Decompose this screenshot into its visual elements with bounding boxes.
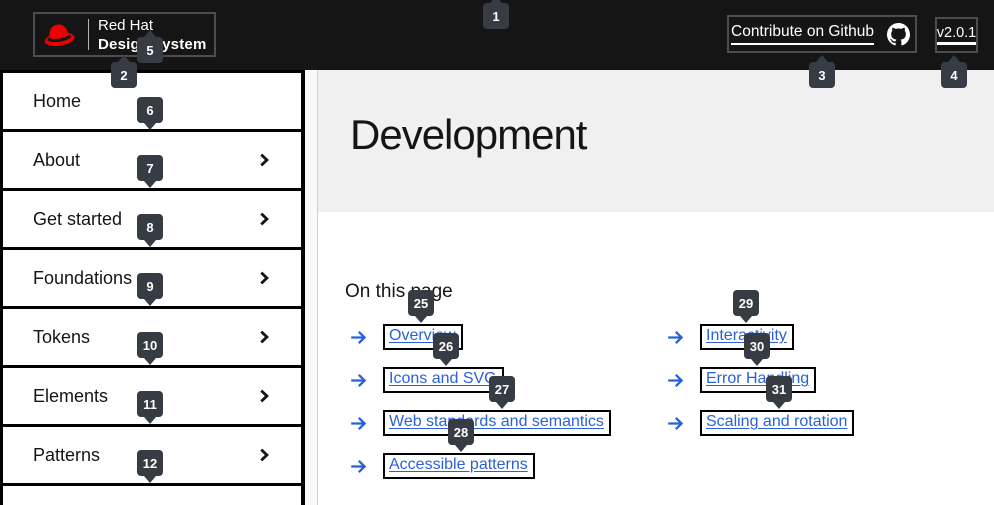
toc-link-box: Error Handling <box>700 367 817 393</box>
som-marker-25: 25 <box>408 290 434 316</box>
arrow-right-icon <box>667 373 684 388</box>
sidebar-item-label: Tokens <box>33 326 91 347</box>
sidebar-item-label: Elements <box>33 385 109 406</box>
sidebar-item-label: Get started <box>33 208 123 229</box>
chevron-right-icon <box>258 212 271 226</box>
som-marker-28: 28 <box>448 419 474 445</box>
som-marker-7: 7 <box>137 155 163 181</box>
som-marker-3: 3 <box>809 62 835 88</box>
toc-item: Scaling and rotation <box>667 409 855 437</box>
som-marker-29: 29 <box>733 290 759 316</box>
site-logo-link[interactable]: Red Hat Design system <box>33 12 216 57</box>
version-group: v2.0.1 <box>935 17 978 53</box>
som-marker-11: 11 <box>137 391 163 417</box>
toc-item: Interactivity <box>667 323 794 351</box>
som-marker-8: 8 <box>137 214 163 240</box>
page-header-band: Development <box>318 70 994 212</box>
chevron-right-icon <box>258 271 271 285</box>
contribute-github-group: Contribute on Github <box>727 15 917 53</box>
som-marker-30: 30 <box>744 333 770 359</box>
github-icon[interactable] <box>887 22 910 46</box>
chevron-right-icon <box>258 448 271 462</box>
sidebar-item-label: Foundations <box>33 267 133 288</box>
arrow-right-icon <box>350 373 367 388</box>
toc-item: Error Handling <box>667 366 817 394</box>
toc-link-error-handling[interactable]: Error Handling <box>706 370 810 387</box>
chevron-right-icon <box>258 330 271 344</box>
toc-link-accessible-patterns[interactable]: Accessible patterns <box>389 456 528 473</box>
arrow-right-icon <box>667 330 684 345</box>
sidebar-scrollbar[interactable] <box>305 70 318 505</box>
toc-link-box: Web standards and semantics <box>383 410 611 436</box>
on-this-page-heading: On this page <box>345 281 453 302</box>
toc-item: Web standards and semantics <box>350 409 611 437</box>
som-marker-6: 6 <box>137 97 163 123</box>
sidebar-item-label: About <box>33 149 81 170</box>
toc-link-box: Accessible patterns <box>383 453 535 479</box>
sidebar-item-label: Patterns <box>33 444 101 465</box>
arrow-right-icon <box>667 416 684 431</box>
toc-link-icons-and-svg[interactable]: Icons and SVG <box>389 370 497 387</box>
page-title: Development <box>350 111 587 158</box>
som-marker-2: 2 <box>111 62 137 88</box>
logo-divider <box>88 19 89 50</box>
som-marker-4: 4 <box>941 62 967 88</box>
toc-link-scaling-and-rotation[interactable]: Scaling and rotation <box>706 413 848 430</box>
toc-link-box: Scaling and rotation <box>700 410 855 436</box>
som-marker-27: 27 <box>489 376 515 402</box>
arrow-right-icon <box>350 416 367 431</box>
toc-item: Accessible patterns <box>350 452 535 480</box>
contribute-github-link[interactable]: Contribute on Github <box>731 23 875 45</box>
som-marker-5: 5 <box>137 37 163 63</box>
toc-link-web-standards-and-semantics[interactable]: Web standards and semantics <box>389 413 604 430</box>
som-marker-12: 12 <box>137 450 163 476</box>
arrow-right-icon <box>350 330 367 345</box>
chevron-right-icon <box>258 389 271 403</box>
som-marker-31: 31 <box>766 376 792 402</box>
som-marker-10: 10 <box>137 332 163 358</box>
redhat-fedora-icon <box>39 20 79 50</box>
sidebar-item-label: Home <box>33 90 82 111</box>
som-marker-1: 1 <box>483 3 509 29</box>
som-marker-9: 9 <box>137 273 163 299</box>
logo-line1: Red Hat <box>98 16 154 34</box>
toc-link-box: Icons and SVG <box>383 367 504 393</box>
toc-item: Icons and SVG <box>350 366 504 394</box>
chevron-right-icon <box>258 153 271 167</box>
arrow-right-icon <box>350 459 367 474</box>
version-link[interactable]: v2.0.1 <box>936 25 977 45</box>
som-marker-26: 26 <box>433 333 459 359</box>
